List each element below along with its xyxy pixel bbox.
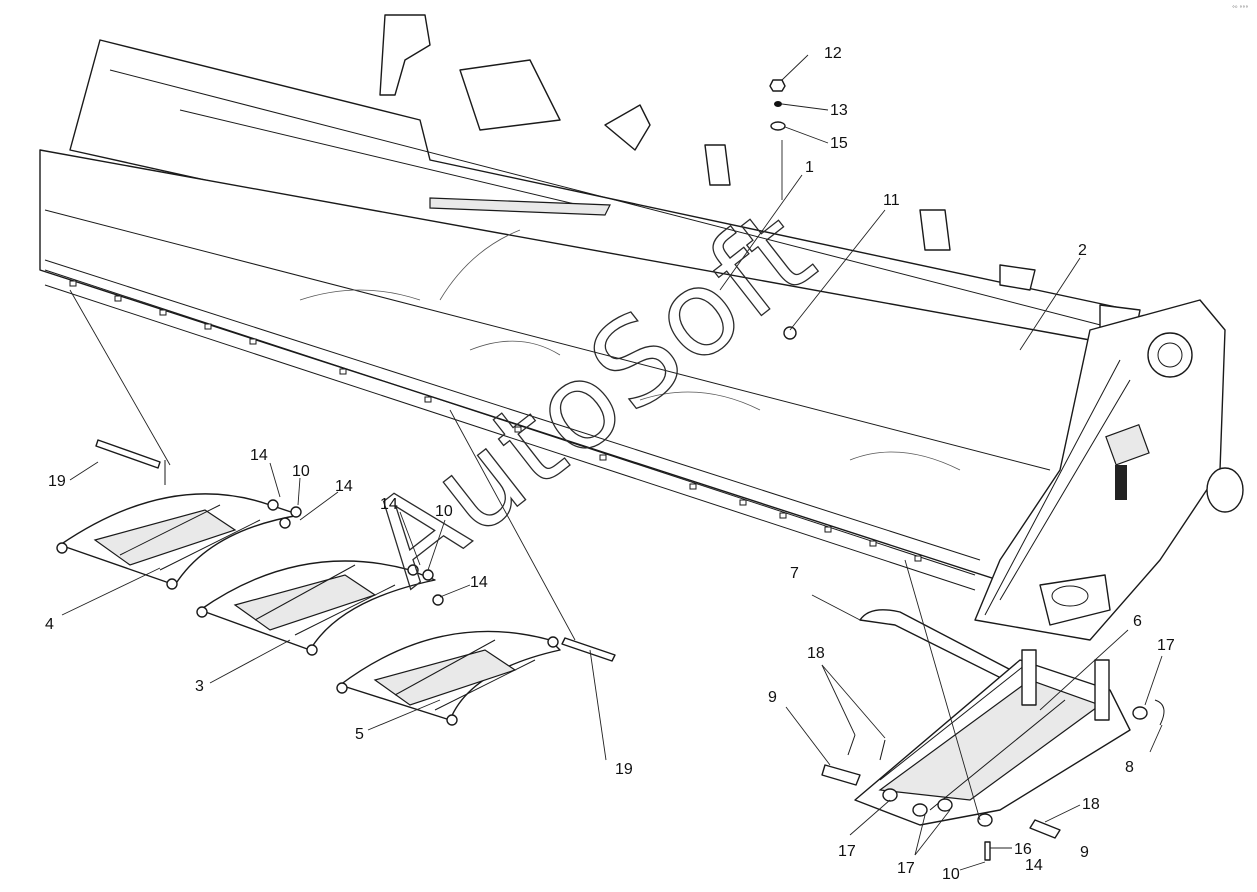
callout-9-left: 9 xyxy=(768,689,777,706)
callout-15: 15 xyxy=(830,135,848,152)
lip-bolt-holes xyxy=(69,280,922,562)
callout-9-right: 9 xyxy=(1080,844,1089,861)
callout-14-e: 14 xyxy=(1025,857,1043,874)
floor-panel-5 xyxy=(336,630,561,726)
washer-17b xyxy=(912,803,928,817)
callout-16: 16 xyxy=(1014,841,1032,858)
side-block xyxy=(1115,465,1127,500)
callout-6: 6 xyxy=(1133,613,1142,630)
floor-panel-4 xyxy=(56,460,301,590)
pivot-hub xyxy=(1147,332,1193,378)
pin-10a xyxy=(279,517,291,529)
callout-18-upper: 18 xyxy=(807,645,825,662)
callout-14-c: 14 xyxy=(380,496,398,513)
top-bracket-left xyxy=(379,14,431,96)
skid-upright xyxy=(1021,649,1037,706)
callout-17-a: 17 xyxy=(838,843,856,860)
corner-mark: °⁰ °°° xyxy=(1232,5,1248,12)
lock-washer-13 xyxy=(774,101,782,107)
pin-9-lower xyxy=(1029,819,1061,839)
callout-4: 4 xyxy=(45,616,54,633)
washer-17d xyxy=(977,813,993,827)
slat xyxy=(429,197,611,216)
pin-10b xyxy=(290,506,302,518)
pin-19-right xyxy=(561,637,616,662)
clip-plate xyxy=(999,264,1036,291)
leader-lines xyxy=(61,54,1163,871)
callout-19-right: 19 xyxy=(615,761,633,778)
gear-housing xyxy=(1039,574,1111,626)
callout-17-b: 17 xyxy=(897,860,915,877)
callout-12: 12 xyxy=(824,45,842,62)
callout-14-a: 14 xyxy=(250,447,268,464)
washer-17-right xyxy=(1132,706,1148,720)
side-frame xyxy=(974,299,1244,641)
callout-14-d: 14 xyxy=(470,574,488,591)
pin-19-left xyxy=(95,439,161,469)
washer-17a xyxy=(882,788,898,802)
callout-18-lower: 18 xyxy=(1082,796,1100,813)
hook-bracket xyxy=(604,104,651,151)
callout-labels: 1 2 12 13 15 11 19 14 10 14 14 10 14 4 3… xyxy=(45,45,1175,883)
bolt-16 xyxy=(984,841,991,861)
side-plate xyxy=(1105,423,1150,466)
callout-14-b: 14 xyxy=(335,478,353,495)
clip-8 xyxy=(1154,699,1165,726)
shaft-end xyxy=(1206,467,1244,513)
callout-10-c: 10 xyxy=(942,866,960,883)
callout-8: 8 xyxy=(1125,759,1134,776)
pins xyxy=(95,439,616,662)
small-bracket-2 xyxy=(919,209,951,251)
nut-12 xyxy=(769,79,786,92)
callout-2: 2 xyxy=(1078,242,1087,259)
callout-10-a: 10 xyxy=(292,463,310,480)
callout-19-left: 19 xyxy=(48,473,66,490)
callout-1: 1 xyxy=(805,159,814,176)
callout-10-b: 10 xyxy=(435,503,453,520)
washer-17c xyxy=(937,798,953,812)
small-bracket-1 xyxy=(704,144,731,186)
header-body xyxy=(39,14,1161,601)
callout-5: 5 xyxy=(355,726,364,743)
washer-15 xyxy=(770,121,786,131)
top-bracket-mid xyxy=(459,59,561,131)
callout-11: 11 xyxy=(883,192,900,209)
callout-3: 3 xyxy=(195,678,204,695)
callout-7: 7 xyxy=(790,565,799,582)
bolt-11 xyxy=(783,326,797,340)
skid-upright-2 xyxy=(1094,659,1110,721)
floor-panel-3 xyxy=(196,560,436,656)
pin-14 xyxy=(432,594,444,606)
skid-assembly xyxy=(821,609,1165,861)
callout-13: 13 xyxy=(830,102,848,119)
pin-9 xyxy=(821,764,861,786)
callout-17-right: 17 xyxy=(1157,637,1175,654)
